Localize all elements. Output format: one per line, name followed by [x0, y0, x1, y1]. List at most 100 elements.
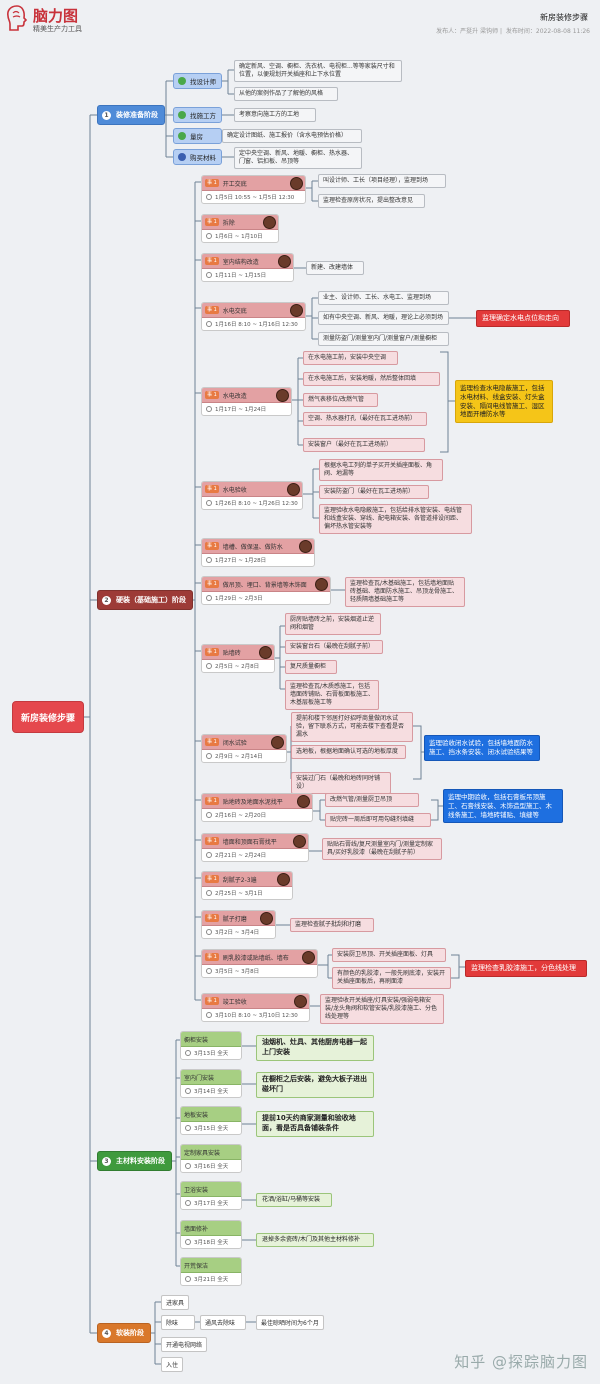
avatar — [277, 873, 290, 886]
note-rework-4: 空调、热水器打孔（最好在瓦工进场前） — [303, 412, 427, 427]
task-tag: 事 1 — [205, 875, 219, 883]
task-title: 卫浴安装 — [184, 1186, 209, 1194]
clock-icon — [185, 1050, 191, 1056]
note-inspection-1: 根据水电工列的单子买开关插座面板、角阀、地漏等 — [319, 459, 443, 482]
clock-icon — [206, 812, 212, 818]
task-footer: 3月15日 全天 — [181, 1122, 241, 1134]
note-sanding: 监理检查腻子批刮和打磨 — [290, 918, 374, 933]
task-title: 竣工验收 — [222, 998, 247, 1006]
install-doors[interactable]: 室内门安装 3月14日 全天 — [180, 1069, 242, 1098]
task-tag: 事 1 — [205, 837, 219, 845]
phase-prep[interactable]: 1 装修准备阶段 — [97, 105, 165, 125]
clock-icon — [206, 272, 212, 278]
install-cabinets[interactable]: 橱柜安装 3月13日 全天 — [180, 1031, 242, 1060]
clock-icon — [206, 753, 212, 759]
soft-move-in[interactable]: 入住 — [161, 1357, 184, 1372]
note-paint-1: 安装厨卫吊顶、开关插座面板、灯具 — [332, 948, 446, 963]
logo-subtitle: 精美生产力工具 — [33, 25, 82, 33]
task-date: 2月25日 ~ 3月1日 — [215, 891, 263, 897]
node-label: 量房 — [190, 133, 203, 141]
note-kickoff-1: 叫设计师、工长（项目经理），监理到场 — [318, 174, 446, 189]
phase-label: 装修准备阶段 — [116, 111, 158, 119]
task-date: 3月15日 全天 — [194, 1126, 229, 1132]
node-find-designer[interactable]: 找设计师 — [173, 73, 222, 89]
task-date: 3月16日 全天 — [194, 1164, 229, 1170]
avatar — [260, 912, 273, 925]
avatar — [297, 795, 310, 808]
avatar — [276, 389, 289, 402]
moon-icon — [178, 153, 186, 161]
task-footer: 1月27日 ~ 1月28日 — [202, 554, 314, 566]
clock-icon — [206, 194, 212, 200]
node-find-crew[interactable]: 找施工方 — [173, 107, 222, 123]
clock-icon — [206, 852, 212, 858]
soft-tv-network[interactable]: 开通电视网络 — [161, 1337, 208, 1352]
note-ceiling: 监理检查瓦/木基础施工，包括墙地面贴砖基础、墙面防水施工、吊顶龙骨施工、轻质隔墙… — [345, 577, 465, 608]
avatar — [299, 540, 312, 553]
clock-icon — [206, 321, 212, 327]
note-designer-2: 从他的案例作品了了解他的风格 — [234, 87, 338, 102]
highlight-floor: 监理中期验收，包括石膏板吊顶施工、石膏线安装、木饰造型施工、木线条施工、墙地砖铺… — [443, 789, 563, 824]
phase-label: 软装阶段 — [116, 1329, 144, 1337]
node-label: 找施工方 — [190, 112, 216, 120]
task-date: 1月16日 8:10 ~ 1月16日 12:30 — [215, 322, 298, 328]
soft-deodorize[interactable]: 除味 — [161, 1315, 195, 1330]
task-title: 橱柜安装 — [184, 1036, 209, 1044]
note-briefing-3: 测量防盗门/测量室内门/测量窗户/测量橱柜 — [318, 332, 449, 347]
avatar — [259, 646, 272, 659]
task-date: 3月14日 全天 — [194, 1089, 229, 1095]
clock-icon — [206, 595, 212, 601]
task-date: 3月18日 全天 — [194, 1240, 229, 1246]
logo-title: 脑力图 — [33, 7, 79, 25]
avatar — [293, 835, 306, 848]
task-footer: 3月13日 全天 — [181, 1047, 241, 1059]
install-cleaning[interactable]: 开荒保洁 3月21日 全天 — [180, 1257, 242, 1286]
task-title: 开荒保洁 — [184, 1262, 209, 1270]
publish-time: 发布时间：2022-08-08 11:26 — [505, 28, 590, 35]
task-footer: 1月17日 ~ 1月24日 — [202, 403, 291, 415]
node-buy-materials[interactable]: 购买材料 — [173, 149, 222, 165]
task-footer: 3月21日 全天 — [181, 1273, 241, 1285]
note-measure: 确定设计图纸、施工报价（含水电预估价格） — [222, 129, 362, 144]
root-node[interactable]: 新房装修步骤 — [12, 701, 84, 733]
task-footer: 1月6日 ~ 1月10日 — [202, 230, 278, 242]
clock-icon — [206, 557, 212, 563]
task-title: 室内门安装 — [184, 1074, 215, 1082]
note-rework-5: 安装窗户（最好在瓦工进场前） — [303, 438, 425, 453]
node-measure[interactable]: 量房 — [173, 128, 222, 144]
task-title: 腻子打磨 — [222, 915, 247, 923]
phase-number: 1 — [102, 110, 111, 120]
soft-furniture[interactable]: 进家具 — [161, 1295, 190, 1310]
task-tag: 事 1 — [205, 257, 219, 265]
